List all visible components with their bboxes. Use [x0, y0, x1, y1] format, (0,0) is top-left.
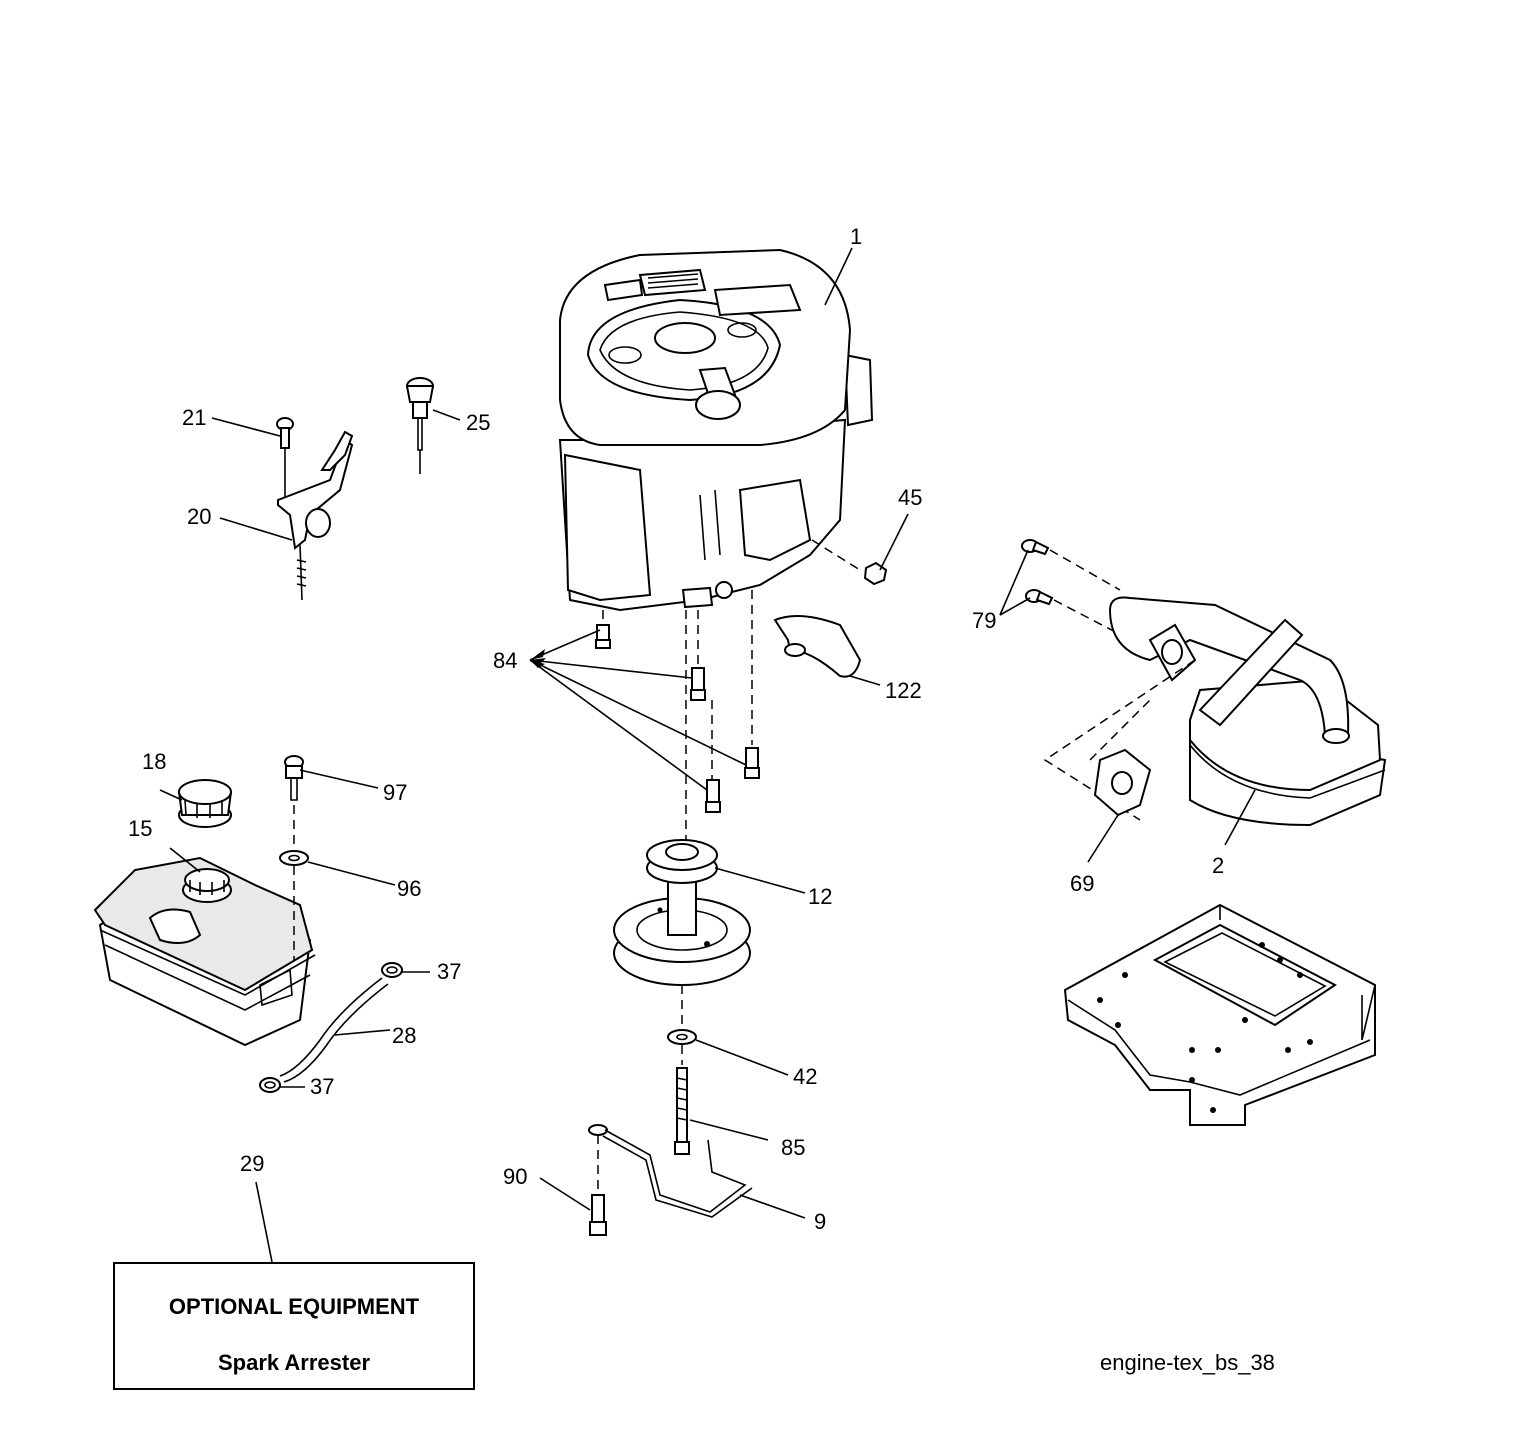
callout-90: 90 — [503, 1164, 527, 1189]
callout-12: 12 — [808, 884, 832, 909]
fuel-cap-18 — [177, 779, 233, 828]
fuel-tank-15 — [93, 856, 316, 1047]
callout-2: 2 — [1212, 853, 1224, 878]
optional-equipment-item: Spark Arrester — [217, 1350, 371, 1375]
clamp-37-upper — [381, 962, 403, 978]
callout-25: 25 — [466, 410, 490, 435]
callout-85: 85 — [781, 1135, 805, 1160]
callout-122: 122 — [885, 678, 922, 703]
callout-37-upper: 37 — [437, 959, 461, 984]
leader-lines — [159, 247, 1256, 1263]
bolts-84 — [595, 590, 760, 840]
optional-equipment-box: OPTIONAL EQUIPMENT Spark Arrester — [113, 1262, 475, 1390]
callout-9: 9 — [814, 1209, 826, 1234]
throttle-control — [277, 430, 354, 601]
callout-79: 79 — [972, 608, 996, 633]
callout-42: 42 — [793, 1064, 817, 1089]
callout-15: 15 — [128, 816, 152, 841]
callout-45: 45 — [898, 485, 922, 510]
muffler-2 — [1043, 596, 1387, 827]
fuel-line-28 — [279, 977, 389, 1083]
engine-mount-plate — [1063, 903, 1376, 1126]
washer-96 — [279, 850, 309, 960]
screws-79 — [1021, 539, 1151, 651]
callout-29: 29 — [240, 1151, 264, 1176]
pulley-12 — [613, 839, 751, 1030]
rod-9 — [588, 1124, 753, 1218]
callout-21: 21 — [182, 405, 206, 430]
callout-84: 84 — [493, 648, 517, 673]
gasket-69 — [1089, 699, 1152, 817]
screw-97 — [284, 755, 304, 850]
callout-20: 20 — [187, 504, 211, 529]
diagram-reference-code: engine-tex_bs_38 — [1100, 1350, 1275, 1375]
bracket-122 — [773, 615, 862, 678]
callout-18: 18 — [142, 749, 166, 774]
optional-equipment-title: OPTIONAL EQUIPMENT — [168, 1294, 420, 1319]
bolt-85 — [674, 1045, 690, 1155]
bolt-90 — [589, 1135, 607, 1236]
callout-1: 1 — [850, 224, 862, 249]
callout-28: 28 — [392, 1023, 416, 1048]
engine-assembly — [558, 248, 874, 612]
washer-42 — [667, 1029, 697, 1045]
screw-21 — [276, 417, 294, 498]
callout-97: 97 — [383, 780, 407, 805]
knob-25 — [405, 377, 435, 474]
arrowheads-84 — [530, 649, 546, 668]
callout-96: 96 — [397, 876, 421, 901]
callout-labels: 1 21 25 20 45 79 84 122 18 97 15 2 69 96… — [128, 224, 1224, 1234]
clamp-37-lower — [259, 1077, 281, 1093]
callout-69: 69 — [1070, 871, 1094, 896]
nut-45 — [811, 539, 888, 586]
callout-37-lower: 37 — [310, 1074, 334, 1099]
